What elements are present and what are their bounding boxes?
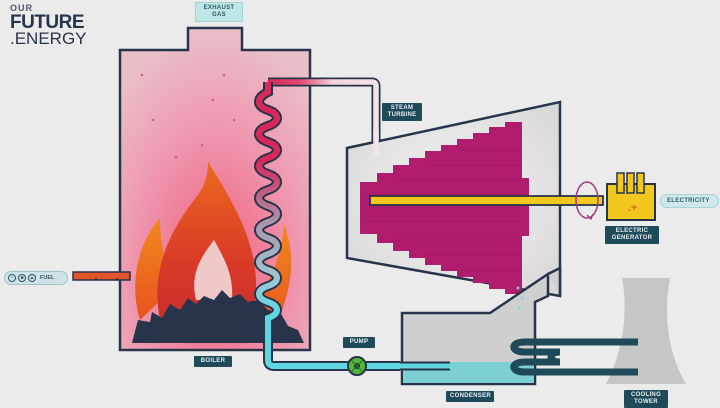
electric-generator-label-line1: ELECTRIC	[615, 228, 649, 234]
pump-label: PUMP	[343, 337, 375, 348]
gas-icon: ~	[8, 274, 16, 282]
fuel-input-tag: ~ ■ ▲ FUEL	[4, 271, 68, 285]
rotation-arrow-icon	[575, 181, 599, 219]
electricity-output-tag: ELECTRICITY	[660, 194, 719, 208]
condenser-label: CONDENSER	[446, 391, 494, 402]
return-water-pipe	[265, 345, 400, 369]
svg-text:.+: .+	[628, 202, 637, 214]
logo-line-2: FUTURE	[10, 12, 85, 33]
heat-exchanger-coil	[256, 82, 280, 345]
coal-icon: ■	[18, 274, 26, 282]
cooling-tower-label-line2: TOWER	[634, 399, 658, 405]
exhaust-gas-label: EXHAUST GAS	[195, 2, 243, 22]
steam-turbine-label-line2: TURBINE	[387, 112, 417, 118]
condenser	[400, 271, 550, 386]
ember-particles	[140, 73, 236, 159]
fuel-feed-pipe	[72, 271, 131, 281]
electric-generator-label: ELECTRIC GENERATOR	[605, 226, 659, 244]
exhaust-gas-label-line2: GAS	[212, 12, 226, 18]
logo-line-3: .ENERGY	[10, 29, 87, 48]
boiler	[118, 26, 312, 352]
cooling-tower-label-line1: COOLING	[630, 392, 662, 398]
cooling-tower	[606, 278, 686, 384]
boiler-label: BOILER	[194, 356, 232, 367]
steam-turbine-label-line1: STEAM	[390, 105, 414, 111]
electric-generator-label-line2: GENERATOR	[611, 235, 653, 241]
logo-line-1: OUR	[10, 3, 33, 13]
pump	[347, 356, 367, 376]
turbine-shaft	[369, 195, 604, 206]
flame-core	[194, 240, 233, 300]
electric-generator: .+	[606, 172, 656, 221]
fuel-label: FUEL	[40, 275, 55, 281]
cooling-coil	[510, 338, 638, 376]
cooling-tower-label: COOLING TOWER	[624, 390, 668, 408]
oil-icon: ▲	[28, 274, 36, 282]
steam-turbine-label: STEAM TURBINE	[382, 103, 422, 121]
exhaust-gas-label-line1: EXHAUST	[203, 5, 235, 11]
logo: OUR FUTURE .ENERGY	[10, 3, 87, 48]
